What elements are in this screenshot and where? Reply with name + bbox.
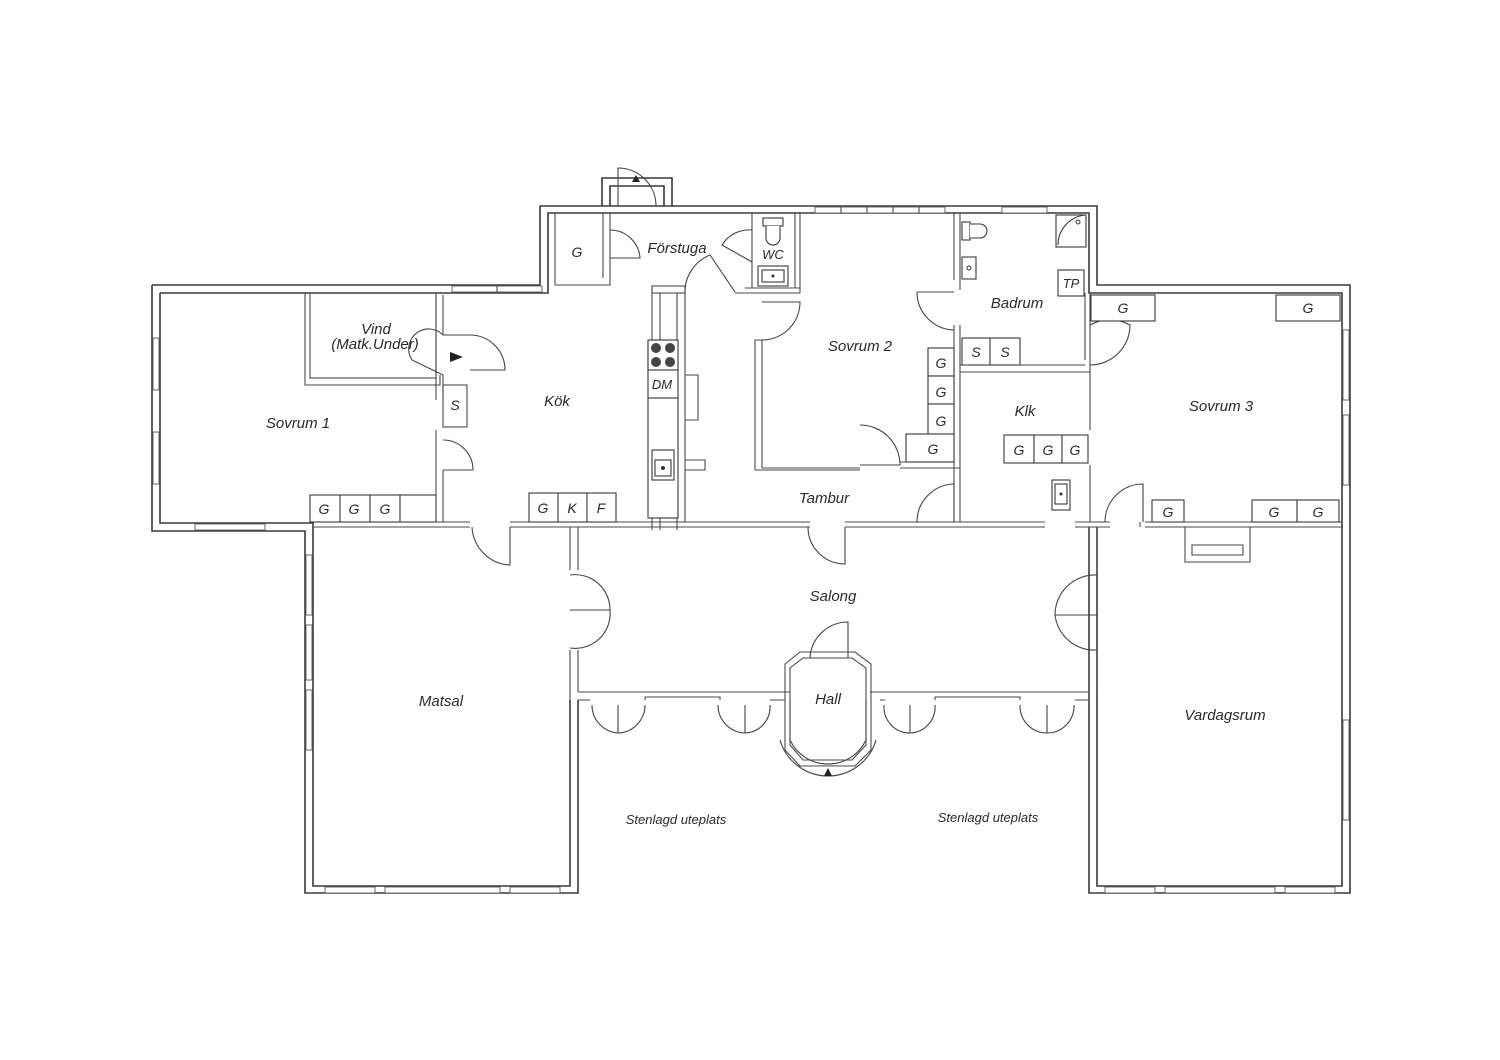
doors bbox=[408, 167, 1144, 777]
storage-s-badrum-1: S bbox=[971, 344, 981, 360]
room-label-tambur: Tambur bbox=[799, 490, 850, 507]
storage-k-kok: K bbox=[567, 500, 577, 516]
storage-g-sovrum1-3: G bbox=[380, 501, 391, 517]
storage-g-sovrum2-1: G bbox=[936, 355, 947, 371]
area-label-uteplats-left: Stenlagd uteplats bbox=[626, 812, 727, 827]
stair-arrow-icon bbox=[450, 352, 463, 362]
storage-s-kok: S bbox=[450, 397, 460, 413]
stove-icon bbox=[647, 339, 679, 371]
storage-g-sovrum3-top-1: G bbox=[1118, 300, 1129, 316]
area-label-uteplats-right: Stenlagd uteplats bbox=[938, 810, 1039, 825]
storage-g-kok: G bbox=[538, 500, 549, 516]
room-label-badrum: Badrum bbox=[991, 295, 1044, 312]
toilet-icon bbox=[762, 217, 784, 246]
storage-g-sovrum3-bottom-3: G bbox=[1313, 504, 1324, 520]
kitchen-sink-icon bbox=[651, 449, 675, 481]
room-label-salong: Salong bbox=[810, 588, 857, 605]
room-label-klk: Klk bbox=[1015, 403, 1037, 420]
room-label-vind: Vind bbox=[361, 321, 391, 338]
storage-g-sovrum3-bottom-1: G bbox=[1163, 504, 1174, 520]
hall-entrance-arrow-icon bbox=[824, 768, 832, 776]
room-label-sovrum1: Sovrum 1 bbox=[266, 415, 330, 432]
storage-g-sovrum2-2: G bbox=[936, 384, 947, 400]
room-label-vardagsrum: Vardagsrum bbox=[1184, 707, 1265, 724]
storage-g-forstuga: G bbox=[572, 244, 583, 260]
storage-g-klk-1: G bbox=[1014, 442, 1025, 458]
tp-label: TP bbox=[1063, 276, 1080, 291]
storage-g-sovrum3-top-2: G bbox=[1303, 300, 1314, 316]
shower-icon bbox=[1055, 214, 1087, 248]
storage-g-sovrum1-2: G bbox=[349, 501, 360, 517]
room-label-hall: Hall bbox=[815, 691, 842, 708]
room-label-kok: Kök bbox=[544, 393, 571, 410]
room-label-wc: WC bbox=[762, 247, 784, 262]
storage-s-badrum-2: S bbox=[1000, 344, 1010, 360]
storage-f-kok: F bbox=[597, 500, 607, 516]
room-label-sovrum2: Sovrum 2 bbox=[828, 338, 893, 355]
tp-box bbox=[1057, 269, 1085, 297]
storage-g-klk-2: G bbox=[1043, 442, 1054, 458]
windows bbox=[152, 206, 1350, 894]
sink-icon bbox=[757, 265, 789, 287]
room-label-vind-sub: (Matk.Under) bbox=[331, 336, 419, 353]
appliance-label-dm: DM bbox=[652, 377, 672, 392]
storage-g-sovrum2-3: G bbox=[936, 413, 947, 429]
fixtures: TP bbox=[403, 214, 1087, 522]
room-label-sovrum3: Sovrum 3 bbox=[1189, 398, 1254, 415]
room-label-matsal: Matsal bbox=[419, 693, 464, 710]
storage-g-klk-3: G bbox=[1070, 442, 1081, 458]
room-labels: Förstuga WC Badrum Vind (Matk.Under) Kök… bbox=[266, 240, 1266, 827]
sink-icon bbox=[961, 256, 977, 280]
storage-g-sovrum2-4: G bbox=[928, 441, 939, 457]
entrance-arrow-icon bbox=[632, 175, 640, 182]
toilet-icon bbox=[961, 221, 988, 241]
storage-boxes: G S G G G G K F G G G G S S G bbox=[309, 244, 1341, 523]
storage-g-sovrum1-1: G bbox=[319, 501, 330, 517]
room-label-forstuga: Förstuga bbox=[647, 240, 706, 257]
storage-g-sovrum3-bottom-2: G bbox=[1269, 504, 1280, 520]
sink-icon bbox=[1051, 479, 1071, 511]
outer-walls bbox=[151, 177, 1351, 894]
